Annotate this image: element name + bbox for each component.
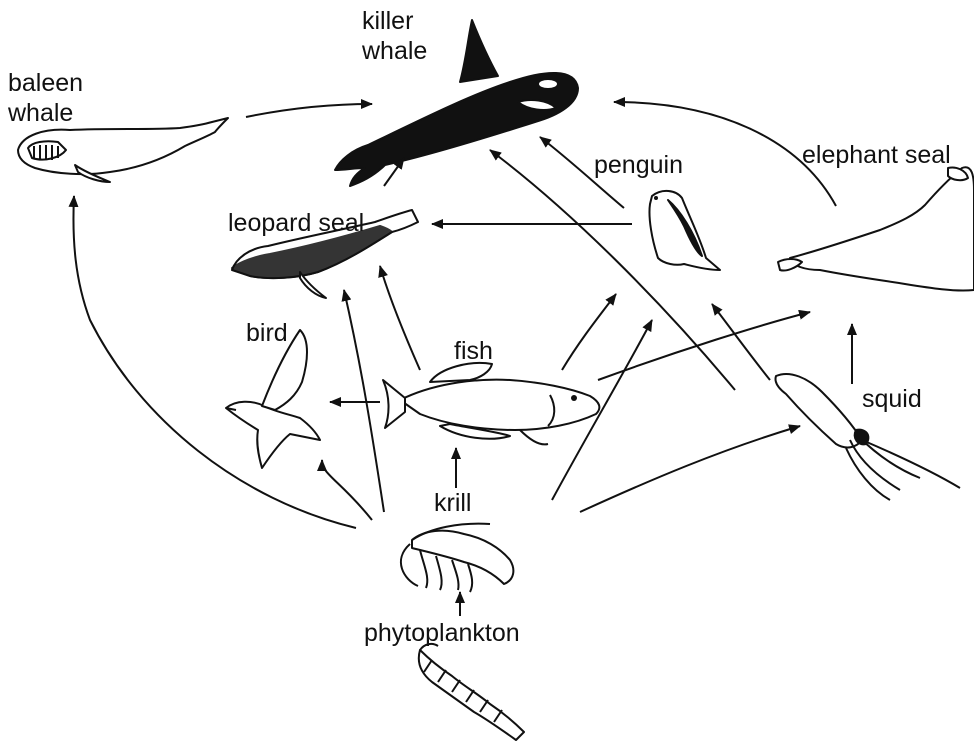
- penguin-label: penguin: [594, 150, 683, 180]
- penguin-illustration: [649, 191, 720, 270]
- krill-illustration: [401, 524, 513, 592]
- bird-label: bird: [246, 318, 288, 348]
- phytoplankton-label: phytoplankton: [364, 618, 520, 648]
- bird-illustration: [226, 330, 320, 468]
- elephant-seal-label: elephant seal: [802, 140, 951, 170]
- fish-illustration: [383, 363, 599, 444]
- leopard-seal-label: leopard seal: [228, 208, 364, 238]
- elephant-seal-illustration: [778, 167, 974, 290]
- krill-label: krill: [434, 488, 472, 518]
- baleen-whale-label: baleen whale: [8, 68, 83, 128]
- phytoplankton-illustration: [419, 644, 524, 740]
- squid-label: squid: [862, 384, 922, 414]
- fish-label: fish: [454, 336, 493, 366]
- killer-whale-label: killer whale: [362, 6, 427, 66]
